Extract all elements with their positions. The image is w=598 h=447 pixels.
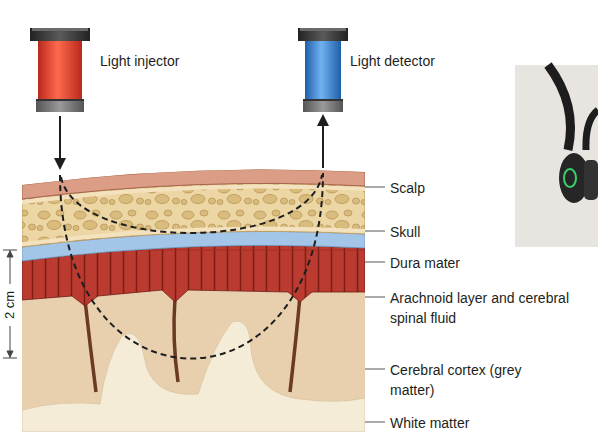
sulcus <box>174 298 178 382</box>
dimension-label: 2 cm <box>3 291 17 319</box>
white-matter <box>22 321 365 432</box>
skull-plate <box>22 226 365 246</box>
cylinder-shape <box>30 28 90 112</box>
sulcus <box>290 296 300 392</box>
layer-label: Skull <box>390 222 420 242</box>
layer-label: Scalp <box>390 178 425 198</box>
cylinder-shape <box>298 28 348 112</box>
leader-lines <box>365 187 385 422</box>
arrow-head <box>317 114 329 126</box>
arrow-head <box>54 158 66 170</box>
input-arrow <box>59 116 61 160</box>
layer-label: Arachnoid layer and cerebral spinal flui… <box>390 288 590 328</box>
shallow-light-path <box>61 175 322 233</box>
layer-label: Cerebral cortex (grey matter) <box>390 360 525 400</box>
layer-label: Dura mater <box>390 253 460 273</box>
dimension-bracket <box>3 250 17 358</box>
layer-label: White matter <box>390 413 469 433</box>
tissue-block <box>22 160 365 432</box>
light-cylinder: Light detector <box>298 28 348 112</box>
device-label: Light injector <box>100 52 179 70</box>
output-arrow <box>322 124 324 168</box>
device-label: Light detector <box>350 52 435 70</box>
grey-matter <box>22 160 365 432</box>
light-cylinder: Light injector <box>30 28 90 112</box>
headset-photo <box>515 65 598 247</box>
sulcus <box>85 300 96 392</box>
deep-light-path <box>60 173 323 359</box>
